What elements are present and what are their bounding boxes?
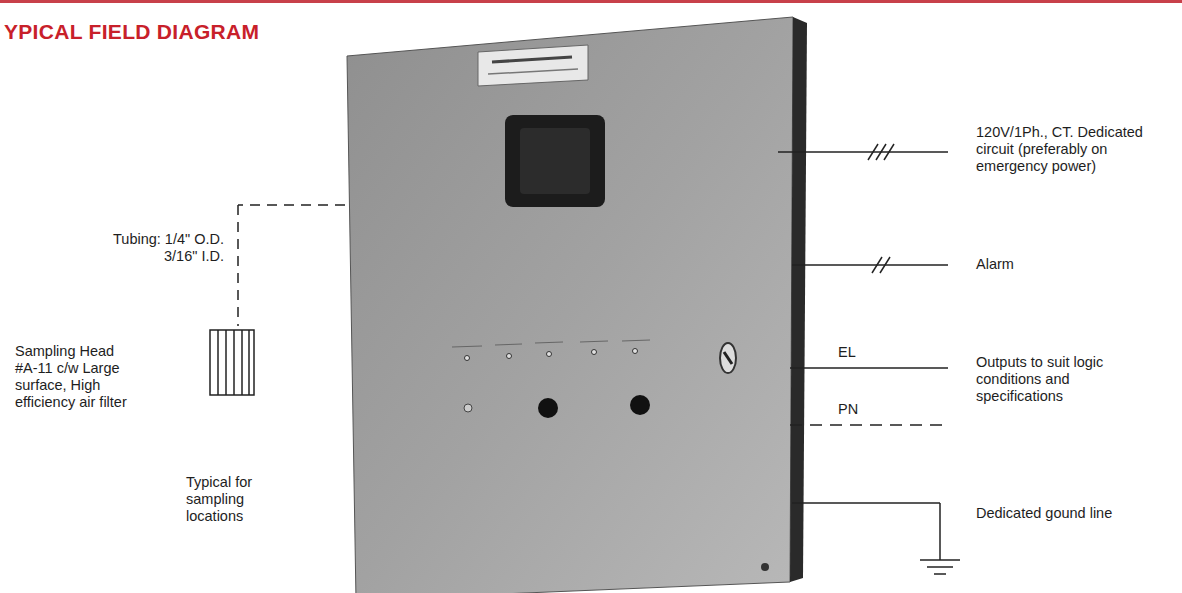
alarm-wire [792,257,948,273]
power-note: 120V/1Ph., CT. Dedicated circuit (prefer… [976,124,1154,175]
top-rule [0,0,1182,3]
outputs-note: Outputs to suit logic conditions and spe… [976,354,1148,405]
el-wire [790,367,948,369]
pn-wire [790,424,948,426]
tubing-line [238,205,345,326]
sampling-note: Typical for sampling locations [186,474,298,525]
diagram-title: YPICAL FIELD DIAGRAM [4,20,259,44]
ground-note: Dedicated gound line [976,505,1126,522]
sampling-head-note: Sampling Head #A-11 c/w Large surface, H… [15,343,137,411]
tubing-spec: Tubing: 1/4" O.D. 3/16" I.D. [96,231,224,265]
sampling-head-symbol [210,330,254,395]
ground-symbol [792,503,960,574]
signal-name: EL [838,344,878,361]
power-wire [778,144,948,160]
control-cabinet [347,17,807,593]
alarm-label: Alarm [976,256,1096,273]
signal-name: PN [838,401,878,418]
